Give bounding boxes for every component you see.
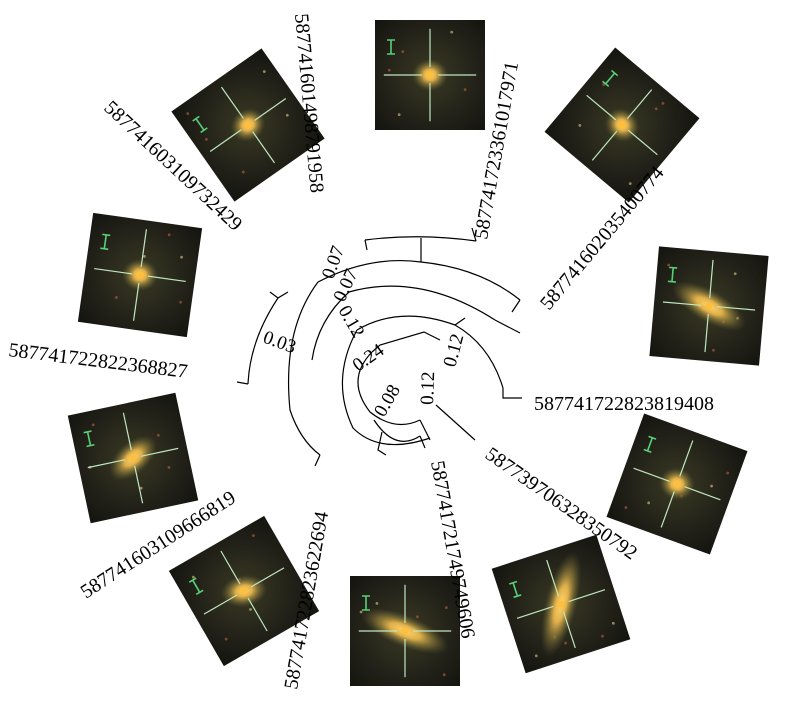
- tree-edge: [419, 419, 431, 441]
- tree-edge: [236, 381, 249, 385]
- leaf-label: 587741722823819408: [534, 393, 714, 415]
- galaxy-thumbnail: [649, 246, 769, 366]
- galaxy-thumbnail: [350, 576, 460, 686]
- tree-edge: [502, 388, 522, 399]
- tree-edge: [373, 419, 421, 442]
- tree-edge: [377, 431, 387, 456]
- branch-length-label: 0.12: [334, 302, 369, 341]
- tree-edge: [494, 319, 521, 334]
- galaxy-thumbnail: [544, 47, 700, 203]
- tree-edge: [364, 239, 368, 251]
- tree-edges: [236, 227, 522, 467]
- tree-edge: [341, 329, 431, 446]
- branch-length-label: 0.12: [440, 332, 469, 370]
- tree-edge: [311, 291, 350, 361]
- tree-edge: [317, 259, 521, 301]
- galaxy-thumbnail: [77, 212, 203, 338]
- tree-edge: [471, 227, 477, 242]
- tree-edge: [356, 315, 504, 389]
- tree-edge: [419, 435, 426, 449]
- branch-length-label: 0.12: [417, 371, 439, 405]
- tree-edge: [364, 236, 477, 242]
- tree-edge: [435, 404, 476, 441]
- galaxy-thumbnail: [491, 534, 631, 674]
- galaxy-thumbnail: [606, 413, 748, 555]
- galaxy-thumbnail: [67, 392, 199, 524]
- tree-edge: [287, 281, 321, 456]
- galaxy-thumbnails: [67, 20, 769, 686]
- tree-edge: [314, 454, 321, 467]
- branch-length-labels: 0.07 0.07 0.12 0.12 0.03 0.24 0.08 0.12: [260, 243, 468, 420]
- tree-edge: [348, 285, 496, 321]
- galaxy-thumbnail: [171, 48, 325, 202]
- galaxy-thumbnail: [168, 515, 320, 667]
- tree-edge: [357, 351, 421, 426]
- tree-edge: [371, 331, 441, 353]
- leaf-label: 587741722822368827: [7, 339, 188, 383]
- branch-length-label: 0.24: [349, 340, 389, 377]
- branch-length-label: 0.03: [260, 327, 298, 358]
- tree-edge: [511, 299, 521, 313]
- leaf-label: 587741602035400774: [536, 162, 669, 314]
- tree-edge: [247, 291, 289, 385]
- branch-length-label: 0.08: [370, 381, 405, 420]
- galaxy-thumbnail: [375, 20, 485, 130]
- tree-edge: [269, 291, 279, 299]
- tree-edge: [454, 317, 466, 326]
